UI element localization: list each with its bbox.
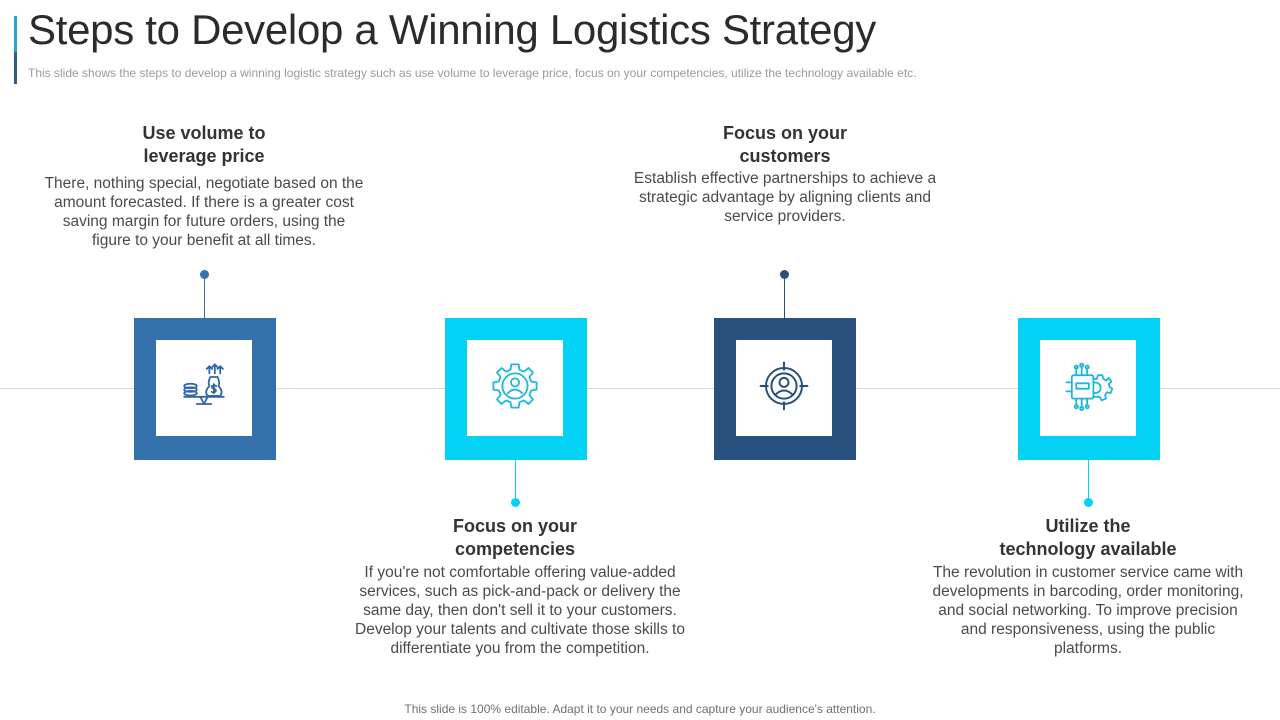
target-person-icon (757, 359, 811, 418)
step-4-heading-line2: technology available (999, 539, 1177, 559)
step-2-heading-line2: competencies (454, 539, 576, 559)
footer-note: This slide is 100% editable. Adapt it to… (404, 702, 876, 716)
step-3-heading-line2: customers (739, 146, 831, 166)
step-4-description: The revolution in customer service came … (932, 564, 1244, 657)
step-4-icon-frame (1040, 340, 1136, 436)
step-1-icon-frame (156, 340, 252, 436)
step-4-connector (1088, 460, 1089, 502)
step-3-heading-line1: Focus on your (722, 123, 847, 143)
step-2-box (445, 318, 587, 460)
step-3-heading: Focus on your customers (675, 122, 895, 168)
step-1-heading-line1: Use volume to (142, 123, 266, 143)
step-4-heading: Utilize the technology available (963, 515, 1213, 561)
step-4-heading-line1: Utilize the (1045, 516, 1131, 536)
chip-gear-icon (1061, 359, 1115, 418)
money-bag-scale-icon (177, 359, 231, 418)
step-1-heading: Use volume to leverage price (104, 122, 304, 168)
step-2-heading: Focus on your competencies (405, 515, 625, 561)
step-1-dot (200, 270, 209, 279)
step-2-icon-frame (467, 340, 563, 436)
step-1-description: There, nothing special, negotiate based … (44, 175, 364, 249)
step-4-dot (1084, 498, 1093, 507)
step-3-dot (780, 270, 789, 279)
step-3-connector (784, 275, 785, 319)
timeline-line (0, 388, 1280, 389)
step-1-connector (204, 275, 205, 319)
gear-person-icon (488, 359, 542, 418)
step-1-heading-line2: leverage price (143, 146, 265, 166)
page-title: Steps to Develop a Winning Logistics Str… (28, 6, 876, 53)
step-3-icon-frame (736, 340, 832, 436)
step-2-heading-line1: Focus on your (452, 516, 577, 536)
step-2-connector (515, 460, 516, 502)
step-2-dot (511, 498, 520, 507)
step-4-box (1018, 318, 1160, 460)
step-1-box (134, 318, 276, 460)
title-accent-bar (14, 16, 17, 84)
step-2-description: If you're not comfortable offering value… (355, 564, 685, 657)
step-3-box (714, 318, 856, 460)
page-subtitle: This slide shows the steps to develop a … (28, 66, 917, 80)
step-3-description: Establish effective partnerships to achi… (633, 170, 937, 225)
